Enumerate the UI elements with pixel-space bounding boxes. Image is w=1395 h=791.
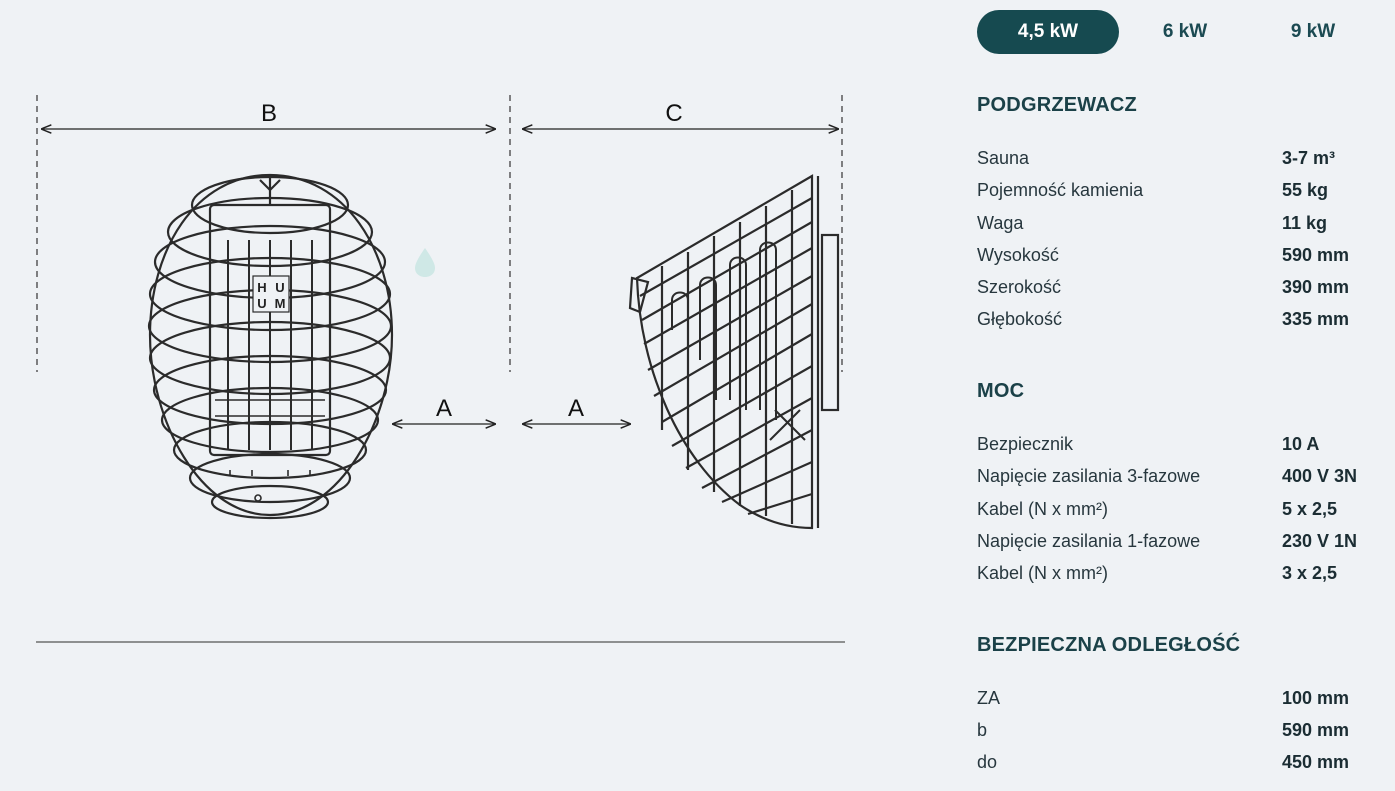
spec-value: 55 kg bbox=[1282, 180, 1329, 200]
svg-text:U: U bbox=[257, 296, 266, 311]
spec-value: 11 kg bbox=[1282, 213, 1328, 233]
power-tabs: 4,5 kW 6 kW 9 kW bbox=[977, 10, 1377, 54]
spec-row: Kabel (N x mm²) 3 x 2,5 bbox=[977, 563, 1395, 591]
heating-elements bbox=[227, 240, 313, 450]
spec-label: Szerokość bbox=[977, 277, 1062, 297]
spec-value: 100 mm bbox=[1282, 688, 1350, 708]
spec-row: Wysokość 590 mm bbox=[977, 245, 1395, 273]
spec-row: do 450 mm bbox=[977, 752, 1395, 780]
spec-label: Sauna bbox=[977, 148, 1030, 168]
dimension-b-label: B bbox=[261, 100, 277, 127]
spec-row: Pojemność kamienia 55 kg bbox=[977, 180, 1395, 208]
spec-value: 390 mm bbox=[1282, 277, 1350, 297]
tab-6-kw[interactable]: 6 kW bbox=[1162, 21, 1208, 42]
spec-row: Szerokość 390 mm bbox=[977, 277, 1395, 305]
dimension-c-label: C bbox=[665, 100, 682, 127]
spec-label: Waga bbox=[977, 213, 1024, 233]
spec-label: Kabel (N x mm²) bbox=[977, 499, 1109, 519]
guide-lines bbox=[36, 95, 843, 372]
spec-value: 450 mm bbox=[1282, 752, 1350, 772]
spec-row: Głębokość 335 mm bbox=[977, 309, 1395, 337]
spec-value: 10 A bbox=[1282, 434, 1320, 454]
spec-value: 590 mm bbox=[1282, 720, 1350, 740]
svg-text:H: H bbox=[257, 280, 266, 295]
section-title-power: MOC bbox=[977, 380, 1025, 402]
spec-row: Waga 11 kg bbox=[977, 213, 1395, 241]
spec-label: Wysokość bbox=[977, 245, 1059, 265]
spec-row: Napięcie zasilania 1-fazowe 230 V 1N bbox=[977, 531, 1395, 559]
spec-value: 400 V 3N bbox=[1282, 466, 1358, 486]
spec-label: Kabel (N x mm²) bbox=[977, 563, 1109, 583]
spec-label: Napięcie zasilania 1-fazowe bbox=[977, 531, 1201, 551]
svg-text:U: U bbox=[275, 280, 284, 295]
spec-row: ZA 100 mm bbox=[977, 688, 1395, 716]
spec-label: do bbox=[977, 752, 998, 772]
heater-base-plate bbox=[215, 399, 325, 502]
tab-4-5-kw[interactable]: 4,5 kW bbox=[977, 10, 1119, 54]
spec-row: Bezpiecznik 10 A bbox=[977, 434, 1395, 462]
section-title-safety-distance: BEZPIECZNA ODLEGŁOŚĆ bbox=[977, 634, 1241, 656]
dimension-a-right-label: A bbox=[568, 395, 584, 422]
spec-label: Głębokość bbox=[977, 309, 1063, 329]
spec-row: Kabel (N x mm²) 5 x 2,5 bbox=[977, 499, 1395, 527]
spec-value: 3-7 m³ bbox=[1282, 148, 1336, 168]
spec-panel: 4,5 kW 6 kW 9 kW PODGRZEWACZ Sauna 3-7 m… bbox=[977, 0, 1395, 791]
spec-value: 3 x 2,5 bbox=[1282, 563, 1338, 583]
water-drop-icon bbox=[415, 248, 435, 277]
spec-row: b 590 mm bbox=[977, 720, 1395, 748]
heater-dimension-diagram: B C A A bbox=[36, 95, 845, 643]
spec-label: Napięcie zasilania 3-fazowe bbox=[977, 466, 1201, 486]
heater-side-view bbox=[628, 174, 840, 530]
svg-text:M: M bbox=[275, 296, 286, 311]
spec-label: ZA bbox=[977, 688, 1001, 708]
spec-row: Napięcie zasilania 3-fazowe 400 V 3N bbox=[977, 466, 1395, 494]
spec-row: Sauna 3-7 m³ bbox=[977, 148, 1395, 176]
side-heating-elements bbox=[671, 241, 806, 441]
dimension-lines bbox=[42, 129, 838, 424]
dimension-a-left-label: A bbox=[436, 395, 452, 422]
tab-9-kw[interactable]: 9 kW bbox=[1290, 21, 1336, 42]
spec-label: Bezpiecznik bbox=[977, 434, 1074, 454]
spec-value: 590 mm bbox=[1282, 245, 1350, 265]
spec-label: Pojemność kamienia bbox=[977, 180, 1144, 200]
huum-logo: H U U M bbox=[252, 275, 290, 313]
spec-label: b bbox=[977, 720, 988, 740]
spec-value: 230 V 1N bbox=[1282, 531, 1358, 551]
spec-value: 5 x 2,5 bbox=[1282, 499, 1338, 519]
spec-value: 335 mm bbox=[1282, 309, 1350, 329]
section-title-heater: PODGRZEWACZ bbox=[977, 94, 1137, 116]
